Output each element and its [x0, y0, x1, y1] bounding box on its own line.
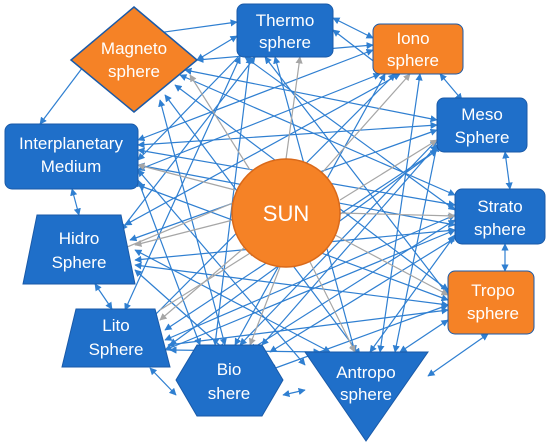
thermosphere-node: Thermo sphere	[236, 3, 334, 58]
connector-arrow	[119, 199, 241, 251]
sun-circle	[231, 158, 341, 268]
connector-arrow	[334, 234, 449, 296]
stratosphere-shape	[454, 188, 546, 245]
mesosphere-label-1: Meso	[461, 105, 503, 124]
sun-node: SUN	[231, 158, 341, 268]
stratosphere-label-2: sphere	[474, 220, 526, 239]
interplanetary-shape	[4, 123, 139, 190]
antroposphere-label-1: Antropo	[336, 363, 396, 382]
biosphere-label-2: shere	[208, 384, 251, 403]
connector-arrow	[285, 56, 303, 160]
connector-arrow	[149, 367, 177, 396]
thermosphere-label-1: Thermo	[256, 11, 315, 30]
connector-arrow	[282, 387, 306, 398]
connector-arrow	[502, 151, 513, 190]
ionosphere-label-2: sphere	[387, 51, 439, 70]
ionosphere-shape	[372, 23, 464, 75]
hidrosphere-label-1: Hidro	[59, 229, 100, 248]
connector-arrow	[269, 237, 456, 353]
thermosphere-label-2: sphere	[259, 33, 311, 52]
interplanetary-label-1: Interplanetary	[19, 134, 123, 153]
nodes: SUN Magneto sphere Thermo sphere Iono sp…	[4, 3, 546, 442]
connector-arrow	[248, 266, 281, 346]
litosphere-label-1: Lito	[102, 316, 129, 335]
mesosphere-label-2: Sphere	[455, 128, 510, 147]
biosphere-label-1: Bio	[217, 360, 242, 379]
interplanetary-label-2: Medium	[41, 157, 101, 176]
connector-arrow	[134, 219, 234, 247]
ionosphere-label-1: Iono	[396, 29, 429, 48]
hidrosphere-node: Hidro Sphere	[22, 214, 136, 285]
troposphere-shape	[447, 270, 535, 335]
connector-arrow	[137, 163, 236, 191]
mesosphere-shape	[436, 97, 528, 153]
hidrosphere-shape	[22, 214, 136, 285]
interplanetary-node: Interplanetary Medium	[4, 123, 139, 190]
biosphere-node: Bio shere	[175, 344, 284, 417]
connector-arrow	[339, 139, 438, 201]
litosphere-node: Lito Sphere	[61, 308, 171, 368]
antroposphere-label-2: sphere	[340, 385, 392, 404]
connector-arrow	[399, 319, 449, 353]
connector-arrow	[369, 234, 456, 353]
antroposphere-shape	[304, 351, 429, 442]
sun-label: SUN	[263, 201, 309, 226]
connector-arrow	[319, 73, 411, 176]
antroposphere-node: Antropo sphere	[304, 351, 429, 442]
connector-arrow	[94, 283, 113, 310]
connector-arrow	[137, 121, 438, 149]
ionosphere-node: Iono sphere	[372, 23, 464, 75]
connector-arrow	[309, 261, 356, 353]
thermosphere-shape	[236, 3, 334, 58]
stratosphere-label-1: Strato	[477, 197, 522, 216]
magnetosphere-label-1: Magneto	[101, 39, 167, 58]
stratosphere-node: Strato sphere	[454, 188, 546, 245]
connector-arrow	[427, 333, 489, 377]
connector-arrow	[189, 74, 251, 171]
litosphere-label-2: Sphere	[89, 340, 144, 359]
connector-arrow	[439, 73, 463, 101]
magnetosphere-shape	[69, 6, 199, 113]
connector-arrow	[159, 249, 256, 311]
connector-arrow	[339, 212, 456, 220]
troposphere-node: Tropo sphere	[447, 270, 535, 335]
magnetosphere-node: Magneto sphere	[69, 6, 199, 113]
magnetosphere-label-2: sphere	[108, 62, 160, 81]
troposphere-label-2: sphere	[467, 304, 519, 323]
litosphere-shape	[61, 308, 171, 368]
hidrosphere-label-2: Sphere	[52, 253, 107, 272]
connector-arrow	[196, 35, 238, 61]
troposphere-label-1: Tropo	[471, 281, 515, 300]
mesosphere-node: Meso Sphere	[436, 97, 528, 153]
biosphere-shape	[175, 344, 284, 417]
connector-arrow	[70, 188, 81, 216]
